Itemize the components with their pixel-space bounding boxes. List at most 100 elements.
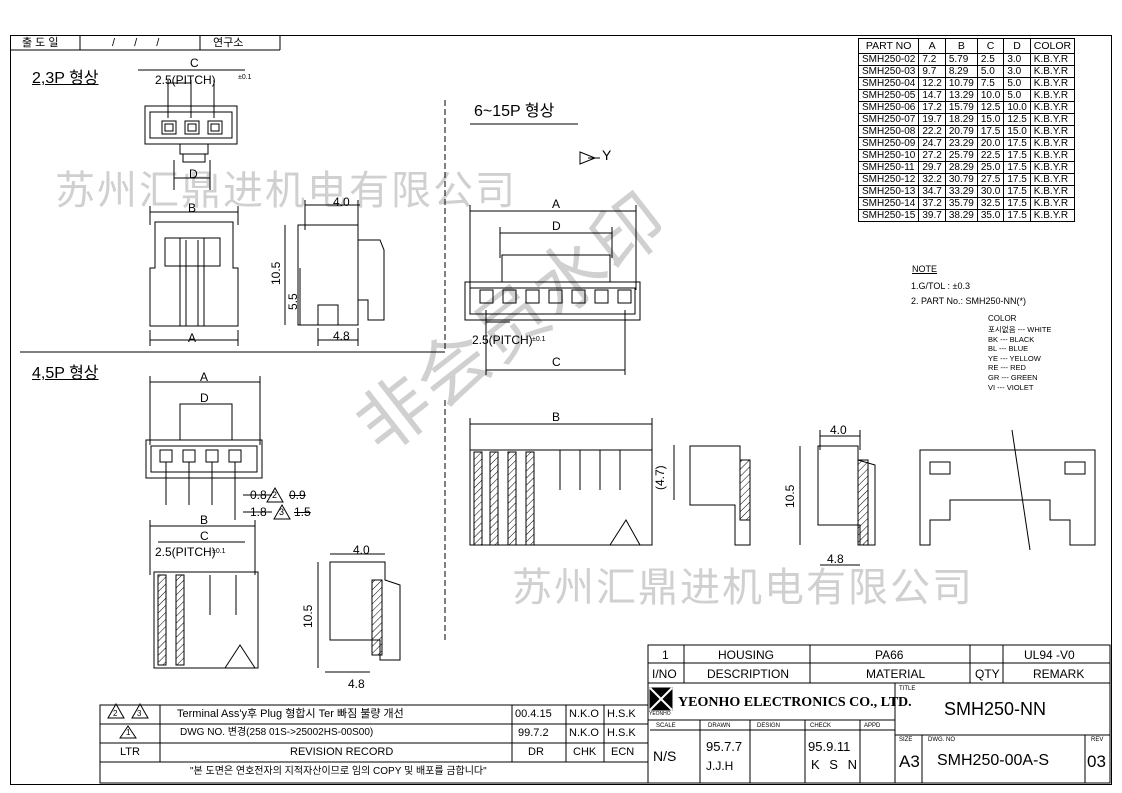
spec-table-cell: 27.2: [918, 149, 946, 162]
spec-table-cell: K.B.Y.R: [1029, 197, 1076, 210]
spec-table-cell: SMH250-09: [857, 137, 920, 150]
spec-table-header-cell: A: [918, 38, 946, 54]
spec-table-cell: 33.29: [944, 185, 978, 198]
rev-header-dr: DR: [528, 746, 544, 758]
tb-drawn-label: DRAWN: [708, 723, 731, 729]
company-name: YEONHO ELECTRONICS CO., LTD.: [678, 695, 912, 710]
rev-header-desc: REVISION RECORD: [290, 746, 394, 758]
spec-table-cell: 30.0: [976, 185, 1005, 198]
spec-table-cell: 39.7: [918, 209, 946, 222]
tb-check-by: K S N: [811, 757, 860, 772]
spec-table-cell: 10.0: [976, 89, 1005, 102]
spec-table-cell: 5.0: [976, 65, 1005, 78]
rev2-dim: 0.8: [250, 488, 267, 502]
spec-table-cell: 17.5: [1003, 149, 1031, 162]
pitch-tol-45p: ±0.1: [212, 548, 226, 555]
spec-table-cell: 8.29: [944, 65, 978, 78]
header-date-label: 출 도 일: [22, 37, 59, 49]
dim-d-615p: D: [552, 219, 561, 233]
spec-table-cell: 5.79: [944, 53, 978, 66]
spec-table-cell: K.B.Y.R: [1029, 89, 1076, 102]
spec-table-cell: SMH250-06: [857, 101, 920, 114]
dim-a-615p: A: [552, 197, 561, 211]
pitch-label-615p: 2.5(PITCH): [472, 333, 533, 347]
rev-row2-chk: N.K.O: [569, 727, 599, 739]
spec-table-cell: SMH250-15: [857, 209, 920, 222]
tb-check-date: 95.9.11: [808, 739, 851, 754]
spec-table-header-cell: PART NO: [857, 38, 920, 54]
dim-b-45p: B: [200, 513, 209, 527]
tb-title-label: TITLE: [899, 686, 916, 692]
spec-table-cell: SMH250-13: [857, 185, 920, 198]
rev-row2-ecn: H.S.K: [607, 727, 636, 739]
spec-table-cell: 30.79: [944, 173, 978, 186]
tb-hdr-no: I/NO: [652, 667, 677, 681]
rev-header-ltr: LTR: [120, 746, 140, 758]
rev-row1-chk: N.K.O: [569, 708, 599, 720]
pitch-tol-23p: ±0.1: [238, 74, 252, 81]
spec-table-cell: 17.5: [976, 125, 1005, 138]
rev-row2-ltr: 1: [126, 728, 131, 737]
dim-b-615p: B: [552, 410, 561, 424]
spec-table-cell: K.B.Y.R: [1029, 113, 1076, 126]
spec-table-cell: K.B.Y.R: [1029, 101, 1076, 114]
spec-table-cell: K.B.Y.R: [1029, 137, 1076, 150]
rev2-mark: 2: [272, 490, 278, 500]
dim-c-615p: C: [552, 355, 561, 369]
dim-105-23p: 10.5: [269, 261, 283, 285]
spec-table-cell: 9.7: [918, 65, 946, 78]
note-color-item: VI --- VIOLET: [988, 382, 1034, 392]
spec-table-cell: 3.0: [1003, 53, 1031, 66]
spec-table-cell: K.B.Y.R: [1029, 173, 1076, 186]
tb-hdr-remark: REMARK: [1033, 667, 1085, 681]
pitch-label-23p: 2.5(PITCH): [155, 73, 216, 87]
spec-table-cell: 5.0: [1003, 77, 1031, 90]
company-logo-text: YEONHO: [649, 711, 671, 717]
spec-table-cell: SMH250-02: [857, 53, 920, 66]
header-date-value: / / /: [112, 37, 168, 49]
rev-row2-date: 99.7.2: [518, 727, 549, 739]
tb-hdr-material: MATERIAL: [866, 667, 926, 681]
note-color-item: RE --- RED: [988, 363, 1026, 373]
spec-table-cell: 17.5: [1003, 161, 1031, 174]
spec-table-cell: 10.0: [1003, 101, 1031, 114]
spec-table-cell: 22.5: [976, 149, 1005, 162]
dim-55-23p: 5.5: [286, 293, 300, 310]
dim-48-45p: 4.8: [348, 677, 365, 691]
rev3-old: 1.5: [294, 505, 311, 519]
dim-d-45p: D: [200, 391, 209, 405]
spec-table-cell: 24.7: [918, 137, 946, 150]
spec-table-cell: 19.7: [918, 113, 946, 126]
dim-c-45p: C: [200, 529, 209, 543]
spec-table-cell: 12.5: [1003, 113, 1031, 126]
spec-table-cell: 12.2: [918, 77, 946, 90]
spec-table-cell: 22.2: [918, 125, 946, 138]
spec-table-cell: K.B.Y.R: [1029, 185, 1076, 198]
rev-row1-ltr-to: 3: [137, 709, 142, 718]
note-color-item: BL --- BLUE: [988, 344, 1029, 354]
dim-48-615p: 4.8: [827, 552, 844, 566]
spec-table-cell: 17.5: [1003, 197, 1031, 210]
spec-table-cell: K.B.Y.R: [1029, 209, 1076, 222]
note-title: NOTE: [912, 264, 938, 274]
pitch-label-45p: 2.5(PITCH): [155, 545, 216, 559]
spec-table-cell: 7.5: [976, 77, 1005, 90]
tb-rev: 03: [1087, 752, 1106, 771]
spec-table-header-cell: C: [976, 38, 1005, 54]
spec-table-cell: 35.79: [944, 197, 978, 210]
spec-table-cell: 2.5: [976, 53, 1005, 66]
spec-table-cell: 3.0: [1003, 65, 1031, 78]
spec-table-cell: SMH250-12: [857, 173, 920, 186]
spec-table-cell: K.B.Y.R: [1029, 125, 1076, 138]
rev-row1-ltr-from: 2: [113, 709, 118, 718]
spec-table-cell: 18.29: [944, 113, 978, 126]
spec-table-cell: 25.79: [944, 149, 978, 162]
spec-table-cell: K.B.Y.R: [1029, 77, 1076, 90]
